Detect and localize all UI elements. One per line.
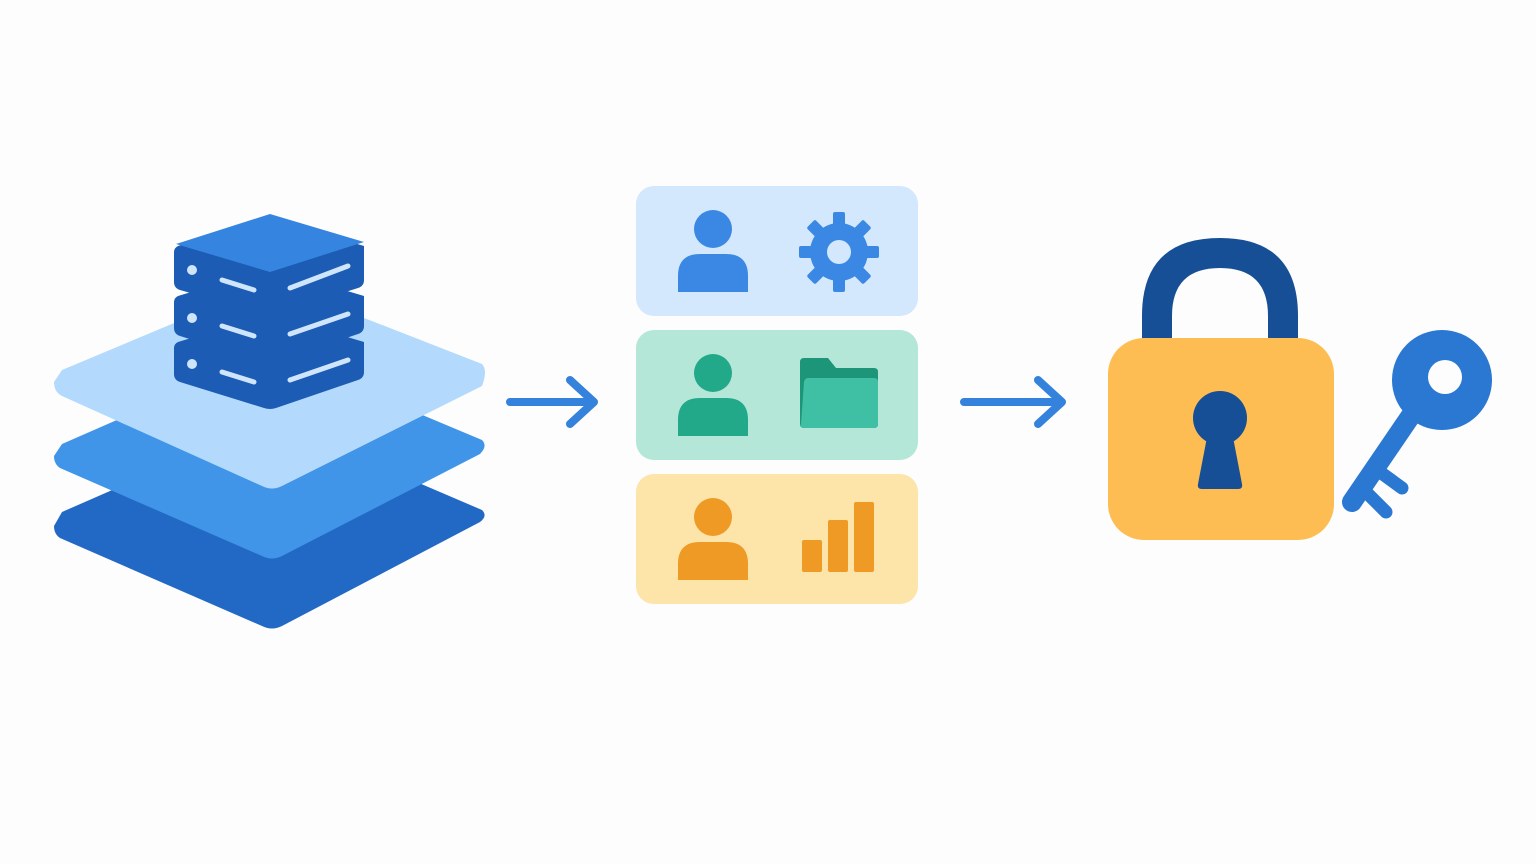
folder-icon xyxy=(800,358,878,428)
person-icon xyxy=(678,210,748,292)
padlock-icon xyxy=(1108,238,1334,540)
arrow-right-icon xyxy=(960,376,1066,428)
role-panel-files xyxy=(636,330,918,460)
role-panel-analytics xyxy=(636,474,918,604)
server-unit-1 xyxy=(174,214,364,315)
key-bow xyxy=(1392,330,1492,430)
layered-database-server-icon xyxy=(54,214,485,629)
arrow-right-icon xyxy=(506,376,598,428)
person-icon xyxy=(678,354,748,436)
bar-chart-icon xyxy=(802,502,874,572)
gear-icon xyxy=(799,212,879,292)
padlock-shackle xyxy=(1142,238,1298,342)
key-icon xyxy=(1342,330,1492,519)
person-icon xyxy=(678,498,748,580)
keyhole-icon xyxy=(1193,391,1247,489)
role-panel-settings xyxy=(636,186,918,316)
key-teeth xyxy=(1359,465,1409,519)
